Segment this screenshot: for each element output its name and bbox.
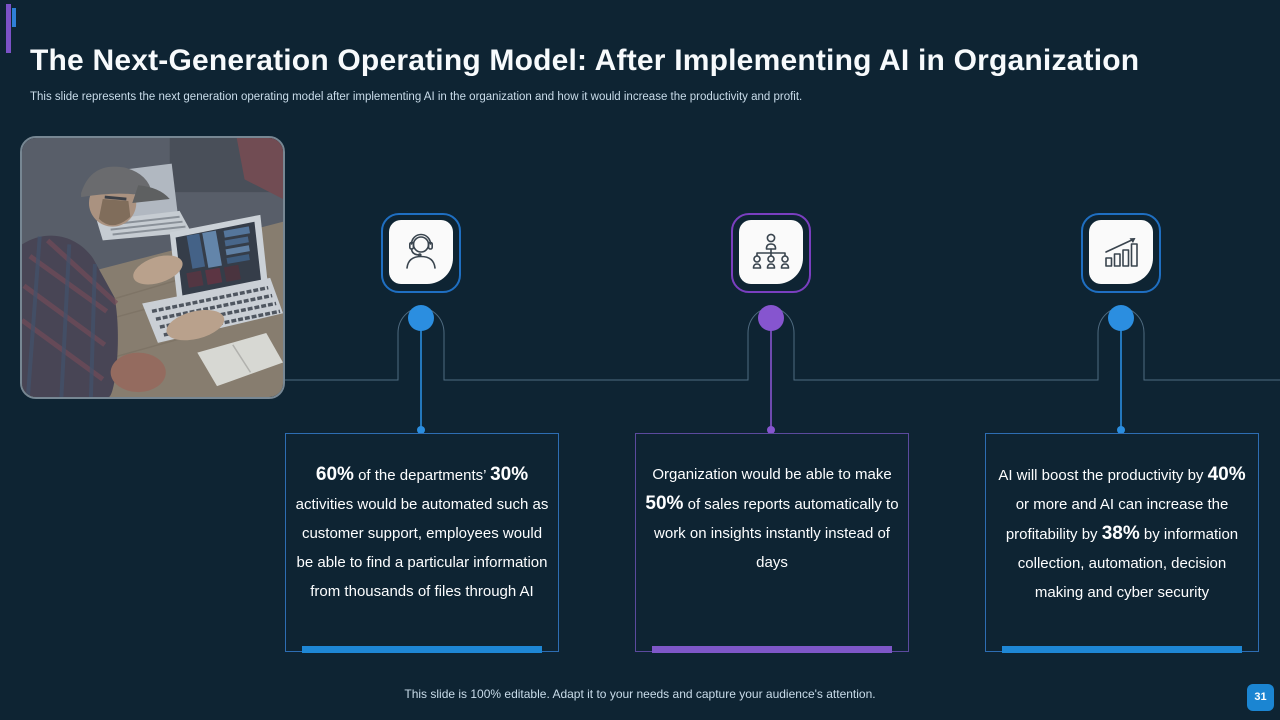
page-title: The Next-Generation Operating Model: Aft… [30,44,1140,78]
timeline-connector [285,305,1280,434]
photo-people-working-on-laptops [20,136,285,399]
accent-bar-purple [6,4,11,53]
timeline-node-dot [758,305,784,331]
info-box-productivity-boost: AI will boost the productivity by 40% or… [985,433,1259,653]
timeline-node-dot [408,305,434,331]
hand-shape [133,255,183,285]
photo-illustration [22,138,283,397]
person-arm-shape [236,138,283,200]
page-subtitle: This slide represents the next generatio… [30,90,803,103]
box-accent-bar [302,646,542,653]
macbook-shape [142,214,283,343]
footer-note: This slide is 100% editable. Adapt it to… [404,687,876,701]
accent-bar-blue [12,8,16,27]
box-accent-bar [652,646,892,653]
org-hierarchy-icon [752,233,790,269]
hand-shape [166,309,225,341]
info-text: 60% of the departments’ 30% activities w… [295,464,549,600]
icon-card-customer-support [381,213,461,293]
box-anchor-dot [1117,426,1125,434]
box-accent-bar [1002,646,1242,653]
page-number-badge: 31 [1247,684,1274,711]
info-text: AI will boost the productivity by 40% or… [998,464,1246,601]
person-shape [22,166,225,397]
info-box-customer-support: 60% of the departments’ 30% activities w… [285,433,559,653]
box-anchor-dot [417,426,425,434]
box-anchor-dot [767,426,775,434]
icon-card-growth-chart [1081,213,1161,293]
timeline-node-dot [1108,305,1134,331]
headset-agent-icon [406,233,436,269]
info-box-sales-reports: Organization would be able to make 50% o… [635,433,909,653]
bag-shape [110,352,166,393]
icon-card-org-hierarchy [731,213,811,293]
growth-chart-icon [1105,238,1138,267]
notebook-shape [197,332,283,387]
info-text: Organization would be able to make 50% o… [645,466,899,571]
